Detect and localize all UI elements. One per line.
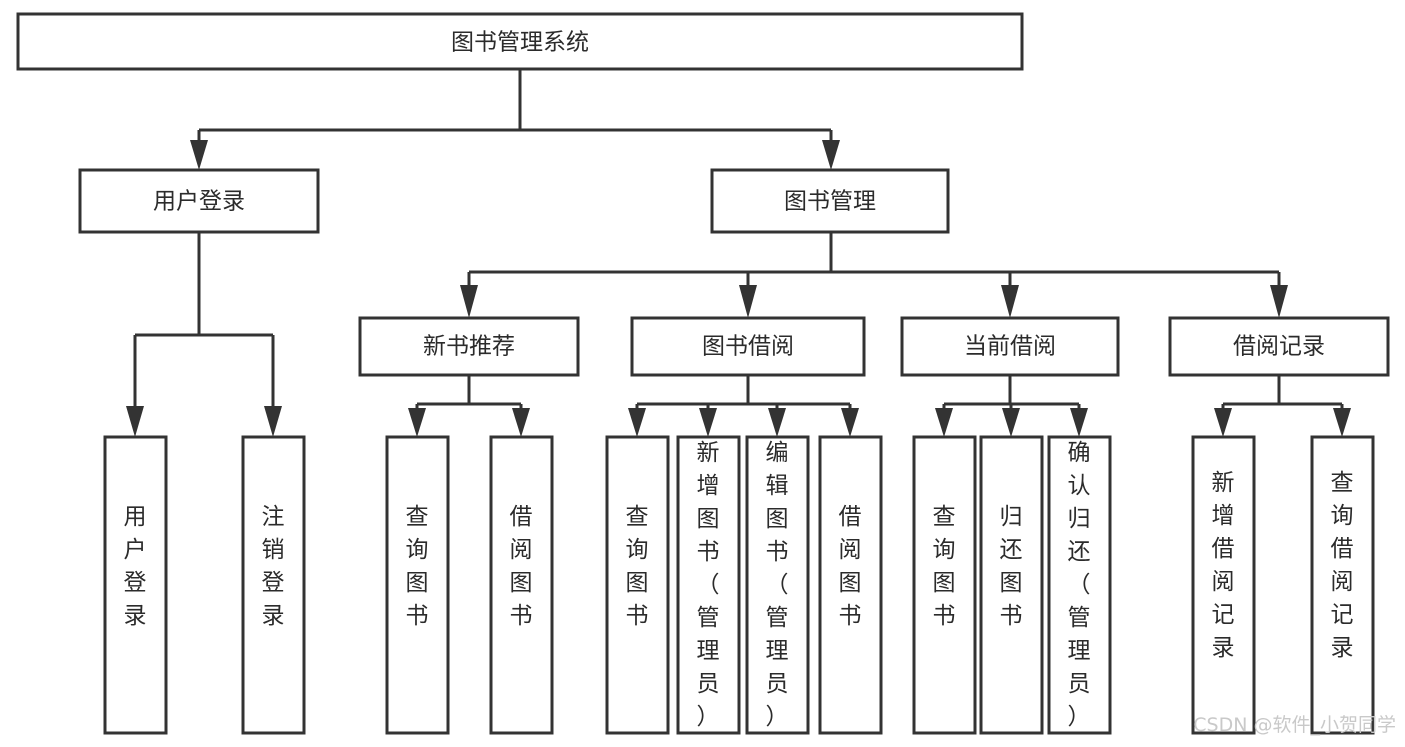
- leaf-return-book-label: 归还图书: [1000, 504, 1023, 629]
- book-management-box[interactable]: [710, 168, 950, 234]
- leaf-borrow-book-1-label: 借阅图书: [510, 504, 533, 629]
- leaf-confirm-return-label: 确认归还（管理员）: [1068, 440, 1091, 730]
- leaf-borrow-book-1-box[interactable]: [489, 435, 554, 735]
- node-leaf-borrow-book-1[interactable]: 借阅图书: [489, 435, 554, 735]
- arrow-leaf-add-book: [699, 408, 717, 437]
- leaf-edit-book-box[interactable]: [745, 435, 810, 735]
- watermark-text: CSDN @软件_小贺同学: [1193, 714, 1396, 736]
- new-book-recommend-label: 新书推荐: [423, 334, 515, 360]
- user-login-box[interactable]: [78, 168, 320, 234]
- node-root[interactable]: 图书管理系统: [16, 12, 1024, 71]
- leaf-query-book-3-box[interactable]: [912, 435, 977, 735]
- arrow-leaf-logout-login: [264, 406, 282, 437]
- leaf-query-record-box[interactable]: [1310, 435, 1375, 735]
- node-current-borrow[interactable]: 当前借阅: [900, 316, 1120, 377]
- arrow-leaf-edit-book: [768, 408, 786, 437]
- leaf-user-login-box[interactable]: [103, 435, 168, 735]
- arrow-leaf-borrow-book-1: [512, 408, 530, 437]
- leaf-query-record-label: 查询借阅记录: [1331, 470, 1354, 661]
- leaf-borrow-book-2-box[interactable]: [818, 435, 883, 735]
- root-label: 图书管理系统: [451, 30, 589, 56]
- node-leaf-add-record[interactable]: 新增借阅记录: [1191, 435, 1256, 735]
- current-borrow-box[interactable]: [900, 316, 1120, 377]
- new-book-recommend-box[interactable]: [358, 316, 580, 377]
- leaf-query-book-3-label: 查询图书: [933, 504, 956, 629]
- leaf-edit-book-label: 编辑图书（管理员）: [766, 440, 789, 730]
- arrow-book-management: [822, 140, 840, 170]
- node-leaf-query-record[interactable]: 查询借阅记录: [1310, 435, 1375, 735]
- connector-layer: [126, 69, 1351, 437]
- leaf-borrow-book-2-label: 借阅图书: [839, 504, 862, 629]
- arrow-leaf-borrow-book-2: [841, 408, 859, 437]
- leaf-query-book-1-label: 查询图书: [406, 504, 429, 629]
- node-book-borrow[interactable]: 图书借阅: [630, 316, 866, 377]
- node-leaf-user-login[interactable]: 用户登录: [103, 435, 168, 735]
- node-leaf-return-book[interactable]: 归还图书: [979, 435, 1044, 735]
- node-user-login[interactable]: 用户登录: [78, 168, 320, 234]
- node-leaf-edit-book[interactable]: 编辑图书（管理员）: [745, 435, 810, 735]
- book-borrow-label: 图书借阅: [702, 334, 794, 360]
- node-book-management[interactable]: 图书管理: [710, 168, 950, 234]
- node-leaf-confirm-return[interactable]: 确认归还（管理员）: [1047, 435, 1112, 735]
- arrow-leaf-query-book-2: [628, 408, 646, 437]
- leaf-confirm-return-box[interactable]: [1047, 435, 1112, 735]
- arrow-leaf-query-record: [1333, 408, 1351, 437]
- leaf-return-book-box[interactable]: [979, 435, 1044, 735]
- arrow-leaf-confirm-return: [1070, 408, 1088, 437]
- node-new-book-recommend[interactable]: 新书推荐: [358, 316, 580, 377]
- leaf-query-book-2-label: 查询图书: [626, 504, 649, 629]
- leaf-add-book-label: 新增图书（管理员）: [697, 440, 720, 730]
- borrow-record-label: 借阅记录: [1233, 334, 1325, 360]
- arrow-book-borrow: [739, 285, 757, 318]
- borrow-record-box[interactable]: [1168, 316, 1390, 377]
- arrow-leaf-query-book-3: [935, 408, 953, 437]
- arrow-leaf-add-record: [1214, 408, 1232, 437]
- book-management-label: 图书管理: [784, 189, 876, 215]
- node-borrow-record[interactable]: 借阅记录: [1168, 316, 1390, 377]
- current-borrow-label: 当前借阅: [964, 334, 1056, 360]
- arrow-borrow-record: [1270, 285, 1288, 318]
- arrow-current-borrow: [1001, 285, 1019, 318]
- root-box[interactable]: [16, 12, 1024, 71]
- leaf-logout-login-box[interactable]: [241, 435, 306, 735]
- leaf-user-login-label: 用户登录: [124, 504, 147, 629]
- arrow-user-login: [190, 140, 208, 170]
- user-login-label: 用户登录: [153, 189, 245, 215]
- node-leaf-logout-login[interactable]: 注销登录: [241, 435, 306, 735]
- arrow-new-book-recommend: [460, 285, 478, 318]
- leaf-add-record-box[interactable]: [1191, 435, 1256, 735]
- node-leaf-borrow-book-2[interactable]: 借阅图书: [818, 435, 883, 735]
- leaf-query-book-1-box[interactable]: [385, 435, 450, 735]
- leaf-add-record-label: 新增借阅记录: [1212, 470, 1235, 661]
- leaf-add-book-box[interactable]: [676, 435, 741, 735]
- arrow-leaf-query-book-1: [408, 408, 426, 437]
- book-borrow-box[interactable]: [630, 316, 866, 377]
- node-leaf-query-book-3[interactable]: 查询图书: [912, 435, 977, 735]
- leaf-logout-login-label: 注销登录: [262, 504, 285, 629]
- node-leaf-query-book-2[interactable]: 查询图书: [605, 435, 670, 735]
- leaf-query-book-2-box[interactable]: [605, 435, 670, 735]
- arrow-leaf-user-login: [126, 406, 144, 437]
- node-leaf-query-book-1[interactable]: 查询图书: [385, 435, 450, 735]
- node-leaf-add-book[interactable]: 新增图书（管理员）: [676, 435, 741, 735]
- arrow-leaf-return-book: [1002, 408, 1020, 437]
